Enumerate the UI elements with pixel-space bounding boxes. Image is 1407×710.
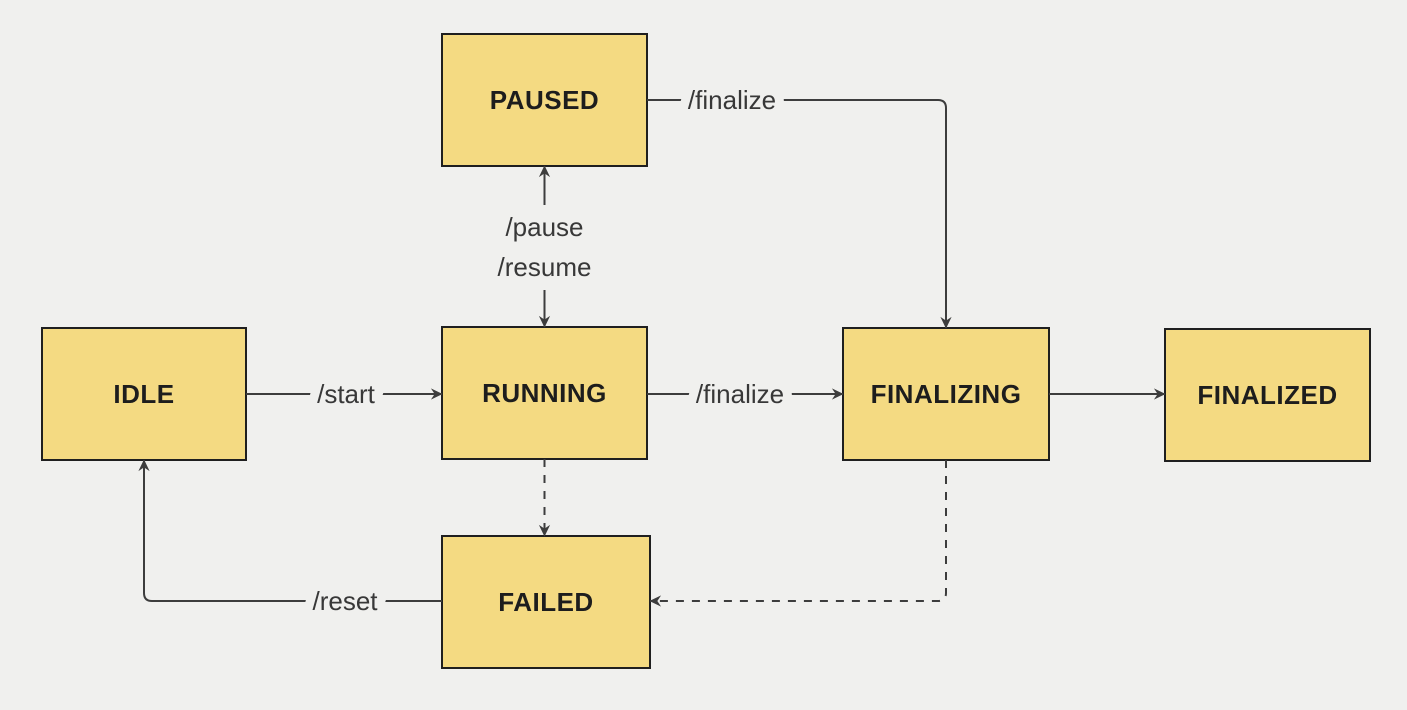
node-idle: IDLE [41, 327, 247, 461]
edges [138, 99, 1166, 607]
node-paused-label: PAUSED [490, 85, 599, 115]
edge-paused-to-finalizing [647, 99, 952, 329]
node-idle-label: IDLE [113, 379, 174, 409]
node-failed-label: FAILED [498, 587, 593, 617]
edge-label-pause: /pause [505, 212, 583, 242]
edge-label-finalize-mid: /finalize [696, 379, 784, 409]
node-idle-box [41, 327, 247, 461]
edge-label-resume: /resume [498, 252, 592, 282]
node-finalizing: FINALIZING [842, 327, 1050, 461]
edge-label-reset: /reset [312, 586, 378, 616]
edge-label-finalize-top: /finalize [688, 85, 776, 115]
node-running: RUNNING [441, 326, 648, 460]
node-finalized-box [1164, 328, 1371, 462]
node-finalizing-label: FINALIZING [871, 379, 1022, 409]
node-failed: FAILED [441, 535, 651, 669]
node-finalizing-box [842, 327, 1050, 461]
node-running-label: RUNNING [482, 378, 607, 408]
edge-finalizing-to-failed [649, 460, 947, 607]
edge-label-start: /start [317, 379, 376, 409]
node-paused: PAUSED [441, 33, 648, 167]
node-failed-box [441, 535, 651, 669]
node-finalized: FINALIZED [1164, 328, 1371, 462]
node-finalized-label: FINALIZED [1197, 380, 1337, 410]
edge-failed-to-idle [138, 459, 442, 602]
node-paused-box [441, 33, 648, 167]
